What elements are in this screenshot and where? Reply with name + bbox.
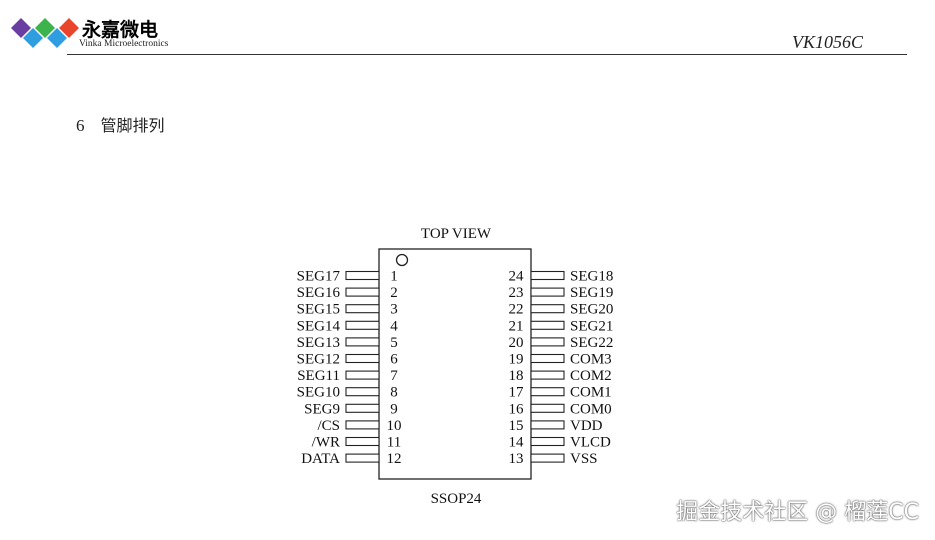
pin-number: 22 [509, 302, 524, 318]
pin-lead [345, 320, 380, 330]
pin-number: 14 [509, 435, 525, 451]
section-title-text: 管脚排列 [100, 116, 165, 135]
package-label: SSOP24 [431, 491, 482, 507]
pin-number: 20 [509, 335, 524, 351]
pin-name: SEG9 [304, 401, 340, 417]
brand-name-en: Vinka Microelectronics [79, 39, 169, 49]
pin-number: 1 [390, 269, 398, 285]
pin-lead [345, 304, 380, 314]
pin-number: 5 [390, 335, 398, 351]
pin-number: 10 [387, 418, 402, 434]
pin-lead [530, 387, 565, 397]
pin-name: SEG22 [570, 335, 613, 351]
pin-lead [530, 337, 565, 347]
pin-lead [345, 337, 380, 347]
pin-name: SEG16 [297, 285, 341, 301]
header-divider [67, 54, 907, 55]
pin-lead [345, 387, 380, 397]
pin-name: VLCD [570, 435, 611, 451]
pin-name: SEG13 [297, 335, 340, 351]
pin-lead [530, 403, 565, 413]
pin-lead [345, 420, 380, 430]
pin-lead [530, 320, 565, 330]
pin-lead [530, 420, 565, 430]
pin-number: 23 [509, 285, 524, 301]
pin-name: /WR [312, 435, 340, 451]
pin-lead [530, 287, 565, 297]
pin-number: 6 [390, 352, 398, 368]
top-view-label: TOP VIEW [421, 226, 492, 242]
pin-name: COM3 [570, 352, 612, 368]
pin-lead [530, 304, 565, 314]
watermark: 掘金技术社区 @ 榴莲CC [676, 500, 919, 525]
pin-name: SEG12 [297, 352, 340, 368]
section-number: 6 [76, 116, 85, 135]
pin-lead [530, 453, 565, 463]
pin-lead [345, 453, 380, 463]
pin-name: SEG18 [570, 269, 613, 285]
pin-number: 21 [509, 318, 524, 334]
pin-name: SEG19 [570, 285, 613, 301]
pin-number: 17 [509, 385, 525, 401]
pin-name: /CS [317, 418, 340, 434]
pin-lead [530, 270, 565, 281]
pin-number: 2 [390, 285, 398, 301]
pin-lead [345, 270, 380, 281]
pin-name: VSS [570, 451, 598, 467]
pin-name: COM0 [570, 401, 612, 417]
pin-name: SEG10 [297, 385, 340, 401]
pin-name: SEG14 [297, 318, 341, 334]
pin-name: SEG21 [570, 318, 613, 334]
pin-number: 19 [509, 352, 524, 368]
pin-lead [345, 370, 380, 380]
pin-name: COM1 [570, 385, 612, 401]
pin-lead [345, 403, 380, 413]
pin-number: 15 [509, 418, 524, 434]
pin-name: VDD [570, 418, 603, 434]
pin-name: COM2 [570, 368, 612, 384]
brand-name-cn: 永嘉微电 [82, 19, 159, 41]
ic-package-body [378, 248, 532, 480]
pin-number: 24 [509, 269, 525, 285]
pin-name: SEG17 [297, 269, 341, 285]
pin-number: 9 [390, 401, 398, 417]
pin-number: 16 [509, 401, 525, 417]
pin-lead [345, 287, 380, 297]
document-id: VK1056C [791, 32, 863, 52]
pin-number: 8 [390, 385, 398, 401]
pin1-marker-icon [395, 253, 409, 267]
pin-lead [345, 436, 380, 447]
pin-number: 18 [509, 368, 524, 384]
pin-number: 7 [390, 368, 398, 384]
pin-number: 3 [390, 302, 398, 318]
pin-number: 11 [387, 435, 401, 451]
pin-name: SEG15 [297, 302, 340, 318]
pin-number: 13 [509, 451, 524, 467]
pin-number: 12 [387, 451, 402, 467]
pin-name: SEG20 [570, 302, 613, 318]
section-heading: 6 管脚排列 [76, 112, 165, 136]
pin-name: SEG11 [297, 368, 340, 384]
pin-lead [345, 353, 380, 364]
pin-lead [530, 436, 565, 447]
pin-lead [530, 370, 565, 380]
vinka-logo-icon [11, 18, 79, 48]
pin-lead [530, 353, 565, 364]
pin-name: DATA [301, 451, 340, 467]
pin-number: 4 [390, 318, 398, 334]
